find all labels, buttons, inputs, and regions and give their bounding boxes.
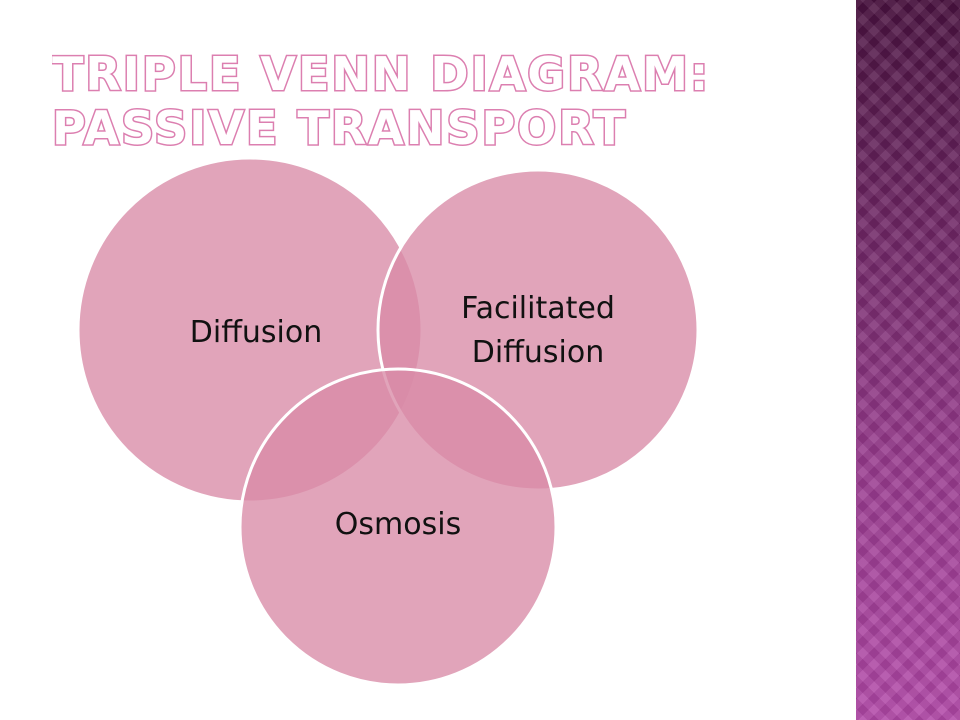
label-diffusion: Diffusion xyxy=(190,315,322,350)
venn-circles xyxy=(76,156,700,687)
title-line-2: PASSIVE TRANSPORT xyxy=(52,101,627,155)
decorative-side-panel xyxy=(856,0,960,720)
circle-osmosis xyxy=(238,367,558,687)
label-facilitated: Facilitated xyxy=(461,291,615,326)
venn-diagram: Diffusion Facilitated Diffusion Osmosis xyxy=(76,156,700,687)
title-line-1: TRIPLE VENN DIAGRAM: xyxy=(52,48,710,101)
title-graphic: TRIPLE VENN DIAGRAM: PASSIVE TRANSPORT xyxy=(52,48,710,157)
slide-title: TRIPLE VENN DIAGRAM: PASSIVE TRANSPORT xyxy=(52,48,812,158)
label-facilitated-diffusion: Diffusion xyxy=(472,335,604,370)
label-osmosis: Osmosis xyxy=(335,507,461,542)
